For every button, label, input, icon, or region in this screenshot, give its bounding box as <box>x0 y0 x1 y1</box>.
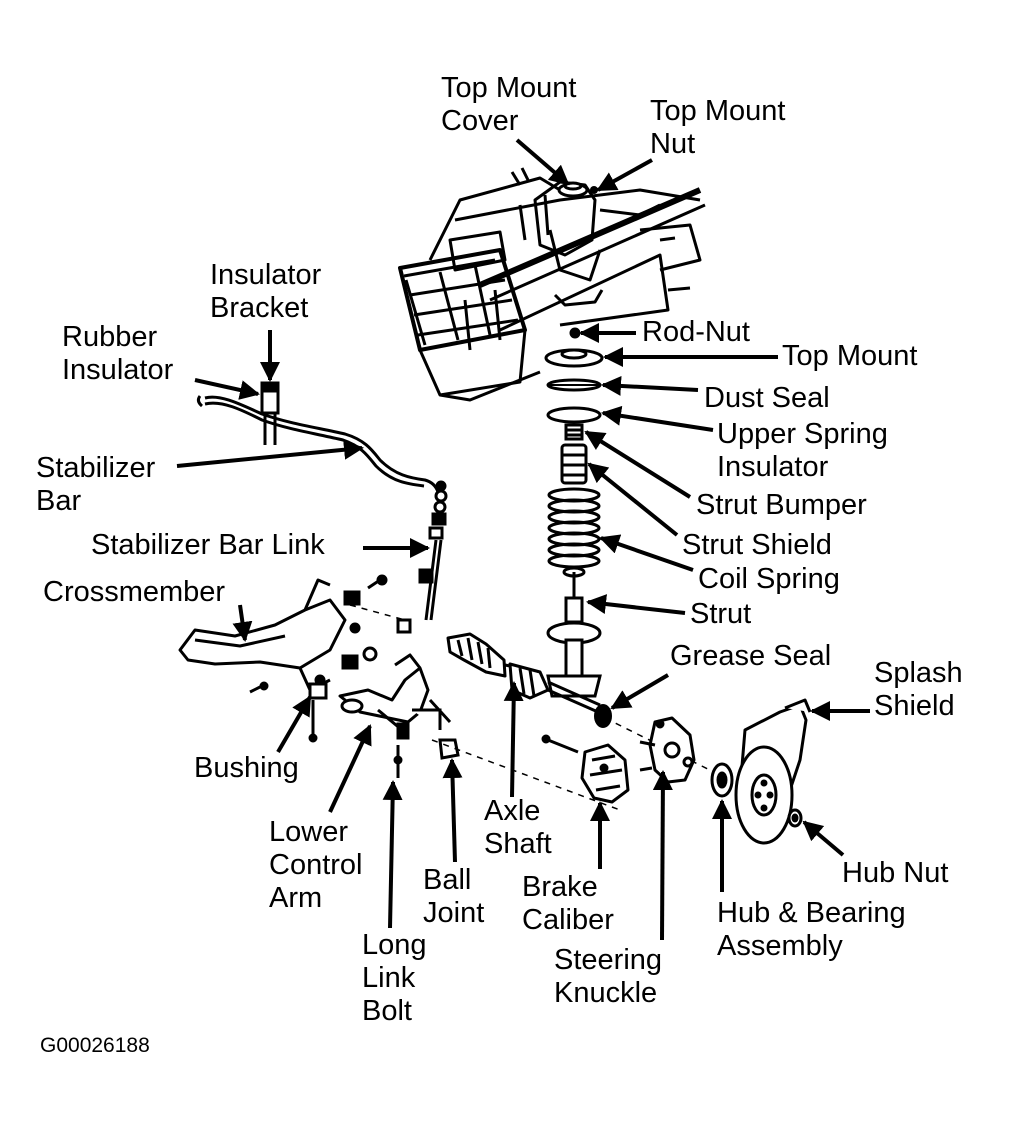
leader-strut-bumper <box>584 430 692 499</box>
label-grease-seal: Grease Seal <box>670 640 832 672</box>
leader-steering-knuckle <box>652 770 673 941</box>
leader-crossmember <box>232 604 253 642</box>
leader-stabilizer-bar <box>176 439 364 468</box>
rubber-insulator-part <box>260 381 280 445</box>
leader-dust-seal <box>601 375 699 396</box>
label-strut-shield: Strut Shield <box>682 529 832 561</box>
label-hub-nut: Hub Nut <box>842 857 949 889</box>
leader-hub-nut <box>802 820 845 857</box>
label-rod-nut: Rod-Nut <box>642 316 750 348</box>
leader-rubber-insulator <box>194 378 260 400</box>
hub-bearing-part <box>710 762 734 798</box>
long-link-bolt-part <box>393 722 410 778</box>
strut-shield-part <box>560 443 588 485</box>
label-strut-bumper: Strut Bumper <box>696 489 867 521</box>
top-mount-cover-part <box>557 181 589 198</box>
strut-bumper-part <box>564 423 584 441</box>
top-mount-nut-part <box>590 186 598 194</box>
axle-shaft-part <box>446 632 601 714</box>
leader-strut <box>586 594 686 615</box>
leader-coil-spring <box>599 534 694 572</box>
stabilizer-bar-link-part <box>418 480 448 621</box>
ball-joint-part <box>412 698 460 760</box>
leader-lines <box>176 138 870 941</box>
strut-part <box>546 566 602 698</box>
leader-bushing <box>276 695 312 754</box>
label-strut: Strut <box>690 598 752 630</box>
upper-spring-insulator-part <box>546 406 602 424</box>
bushing-part <box>308 682 328 700</box>
label-dust-seal: Dust Seal <box>704 382 830 414</box>
figure-id: G00026188 <box>40 1034 150 1057</box>
label-stabilizer-bar-link: Stabilizer Bar Link <box>91 529 325 561</box>
leader-top-mount-cover <box>515 138 570 186</box>
label-bushing: Bushing <box>194 752 299 784</box>
leader-strut-shield <box>587 462 679 537</box>
leader-ball-joint <box>442 758 463 863</box>
label-crossmember: Crossmember <box>43 576 226 608</box>
dashed-axis-lines <box>349 604 731 811</box>
coil-spring-part <box>547 487 601 569</box>
brake-caliber-part <box>541 734 630 804</box>
strut-assembly <box>544 327 604 698</box>
leader-lower-control-arm <box>328 724 372 813</box>
leader-long-link-bolt <box>382 780 403 929</box>
strut-tower-body <box>398 167 706 402</box>
leader-upper-spring-insulator <box>601 405 714 432</box>
crossmember-fasteners <box>249 574 412 743</box>
lower-control-arm-part <box>338 653 430 732</box>
grease-seal-part <box>594 704 612 728</box>
stabilizer-bar-part <box>196 395 440 493</box>
label-coil-spring: Coil Spring <box>698 563 840 595</box>
steering-knuckle-part <box>639 716 696 784</box>
rod-nut-part <box>569 327 581 339</box>
leader-grease-seal <box>610 673 670 710</box>
rotor-and-splash-shield <box>734 698 812 845</box>
leader-top-mount-nut <box>596 158 653 192</box>
hub-nut-part <box>787 808 803 828</box>
leader-axle-shaft <box>503 681 524 798</box>
label-top-mount: Top Mount <box>782 340 918 372</box>
